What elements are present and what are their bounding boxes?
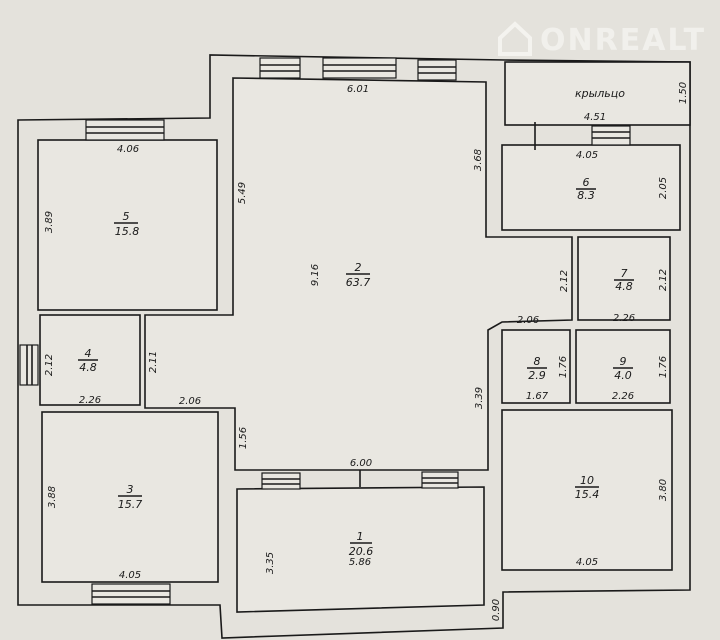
dimension-label: 8.3 — [577, 189, 595, 202]
dimension-label: 2.12 — [658, 269, 669, 291]
room-10 — [501, 409, 673, 571]
dimension-label: 4.06 — [117, 144, 139, 155]
porch — [504, 61, 691, 126]
room-3 — [41, 411, 219, 583]
dimension-label: 3.89 — [44, 211, 55, 233]
dimension-label: 1.50 — [678, 82, 689, 104]
dimension-label: 1.56 — [238, 427, 249, 449]
dimension-label: 2 — [355, 261, 362, 274]
dimension-label: 4 — [85, 347, 92, 360]
dimension-label: 63.7 — [346, 276, 371, 289]
dimension-label: 2.11 — [148, 351, 159, 373]
room-5 — [37, 139, 218, 311]
dimensions: 5.86 3.35 6.01 9.16 4.05 3.88 2.26 2.12 … — [44, 82, 689, 621]
dimension-label: 3.68 — [473, 149, 484, 171]
dimension-label: 1 — [357, 530, 364, 543]
dimension-label: 9.16 — [310, 264, 321, 286]
porch-label: крыльцо — [575, 87, 625, 100]
dimension-label: 4.51 — [584, 112, 606, 123]
dimension-label: 3.35 — [265, 552, 276, 574]
dimension-label: 4.05 — [576, 557, 598, 568]
dimension-label: 6.01 — [347, 84, 369, 95]
room-labels: 120.6 263.7 315.7 44.8 515.8 68.3 74.8 8… — [78, 87, 634, 558]
dimension-label: 5.86 — [349, 557, 371, 568]
dimension-label: 4.0 — [614, 369, 632, 382]
dimension-label: 3.88 — [47, 486, 58, 508]
dimension-label: 6 — [583, 176, 590, 189]
dimension-label: 2.9 — [528, 369, 546, 382]
room-6 — [501, 144, 681, 231]
dimension-label: 20.6 — [349, 545, 374, 558]
room-9 — [575, 329, 671, 404]
room-1 — [236, 486, 485, 613]
dimension-label: 2.06 — [179, 396, 201, 407]
dimension-label: 15.7 — [118, 498, 143, 511]
dimension-label: 1.76 — [558, 356, 569, 378]
dimension-label: 6.00 — [350, 458, 372, 469]
watermark-logo: ONREALT — [540, 23, 706, 58]
dimension-label: 9 — [620, 355, 627, 368]
dimension-label: 2.05 — [658, 177, 669, 199]
windows — [19, 57, 631, 605]
dimension-label: 5.49 — [237, 182, 248, 204]
dimension-label: 15.8 — [115, 225, 140, 238]
dimension-label: 3.39 — [474, 387, 485, 409]
dimension-label: 2.26 — [613, 313, 635, 324]
room-8 — [501, 329, 571, 404]
room-7 — [577, 236, 671, 321]
dimension-label: 15.4 — [575, 488, 600, 501]
dimension-label: 2.12 — [559, 270, 570, 292]
dimension-label: 0.90 — [491, 599, 502, 621]
dimension-label: 2.26 — [79, 395, 101, 406]
dimension-label: 4.8 — [615, 280, 633, 293]
dimension-label: 2.26 — [612, 391, 634, 402]
dimension-label: 2.12 — [44, 354, 55, 376]
dimension-label: 8 — [534, 355, 541, 368]
dimension-label: 4.8 — [79, 361, 97, 374]
outer-wall — [17, 54, 691, 639]
house-icon — [498, 21, 532, 56]
dimension-label: 7 — [621, 267, 628, 280]
dimension-label: 10 — [580, 474, 594, 487]
dimension-label: 3 — [127, 483, 134, 496]
dimension-label: 5 — [123, 210, 130, 223]
dimension-label: 1.67 — [526, 391, 549, 402]
dimension-label: 4.05 — [576, 150, 598, 161]
dimension-label: 4.05 — [119, 570, 141, 581]
dimension-label: 3.80 — [658, 479, 669, 501]
dimension-label: 1.76 — [658, 356, 669, 378]
dimension-label: 2.06 — [517, 315, 539, 326]
